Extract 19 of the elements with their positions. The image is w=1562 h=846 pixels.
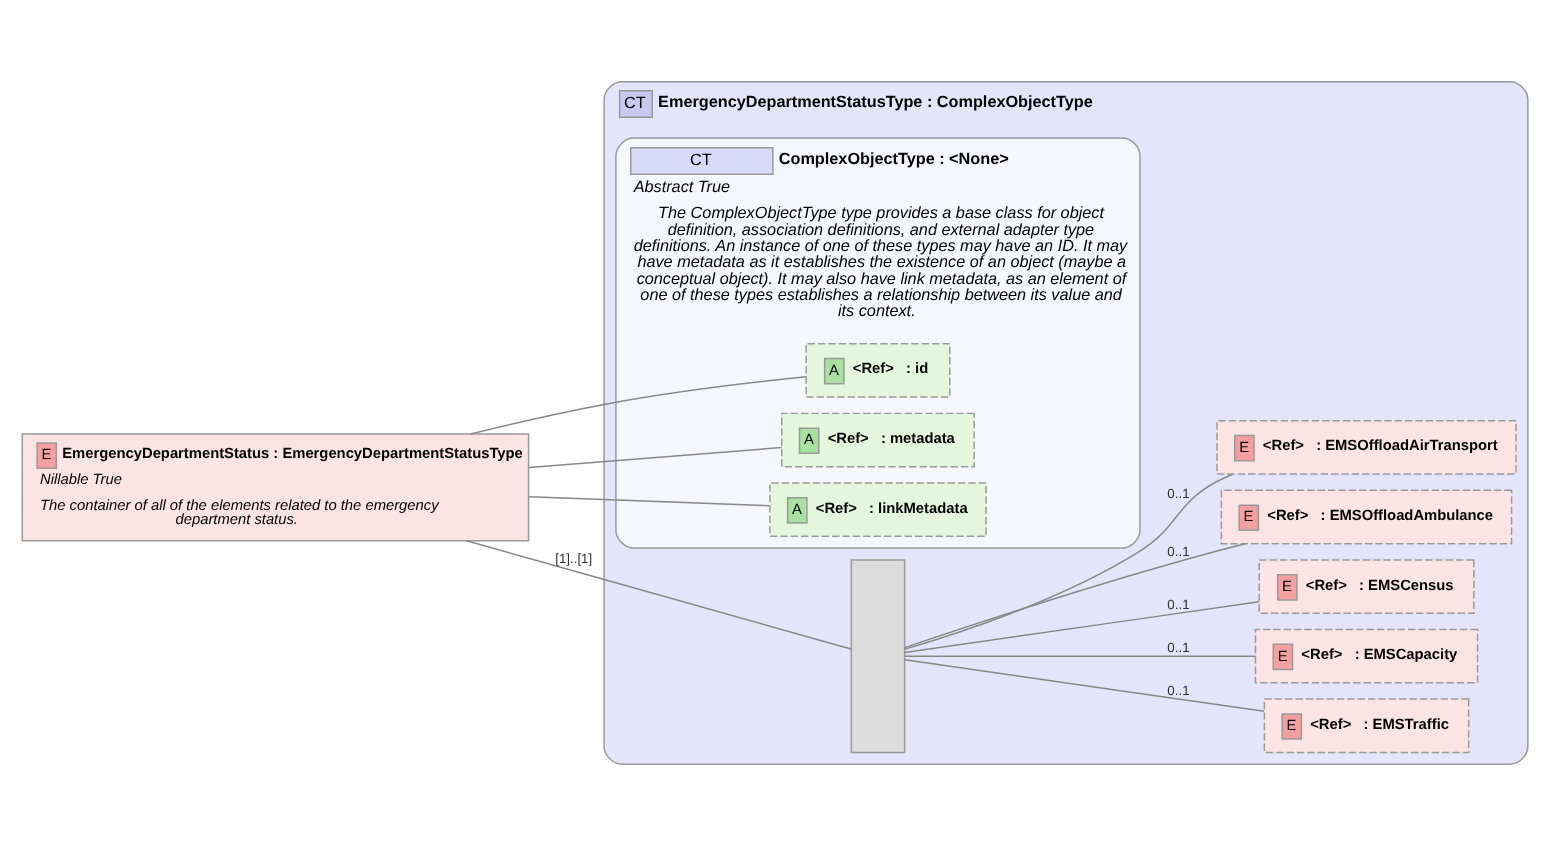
node-box: E <Ref> : EMSTraffic: [1263, 698, 1470, 754]
node-box: E <Ref> : EMSOffloadAmbulance: [1220, 489, 1513, 545]
connector: [528, 496, 771, 507]
connector: [904, 473, 1234, 650]
node-box: E <Ref> : EMSOffloadAirTransport: [1216, 420, 1517, 475]
node-box: A <Ref> : linkMetadata: [769, 482, 987, 537]
node-box: A <Ref> : metadata: [781, 412, 975, 468]
connector: [465, 540, 852, 650]
node-box: E EmergencyDepartmentStatus : EmergencyDepartmentStatusType Nillable True The container of all of the elements related to the emergency department status.: [21, 433, 530, 542]
connector: [904, 601, 1260, 654]
node-box: E <Ref> : EMSCensus: [1258, 559, 1475, 614]
connector: [904, 655, 1257, 657]
node-box: A <Ref> : id: [805, 343, 951, 398]
connector: [904, 659, 1265, 712]
connector: [528, 446, 783, 469]
node-box: [850, 559, 906, 754]
node-box: E <Ref> : EMSCapacity: [1254, 628, 1479, 684]
connector: [469, 376, 807, 435]
connector: [903, 543, 1246, 649]
